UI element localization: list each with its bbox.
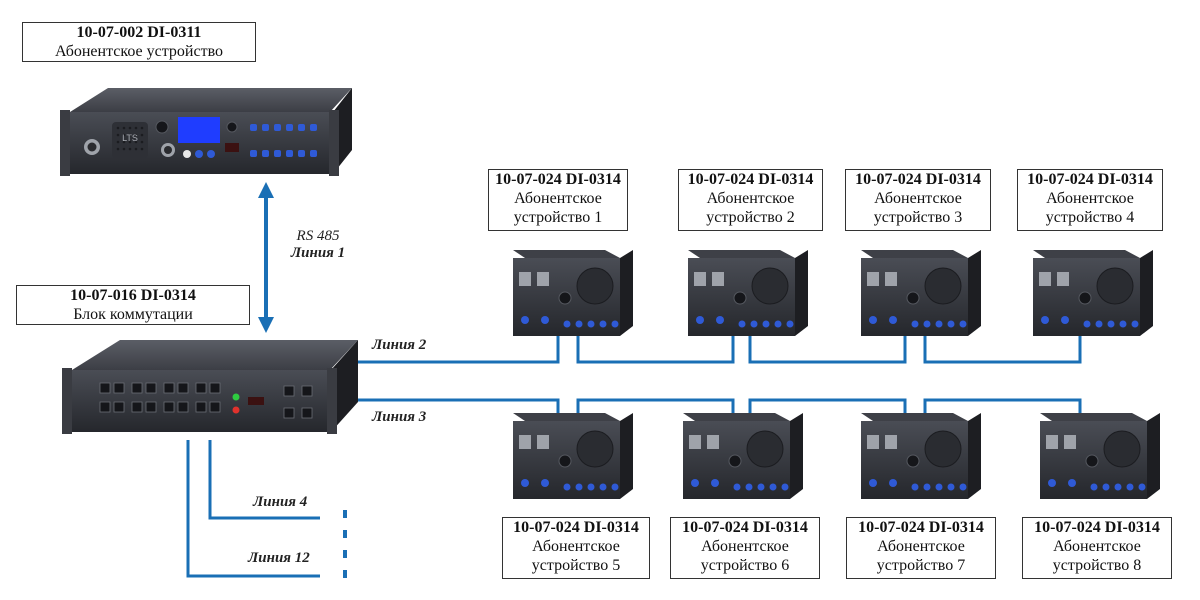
- terminal-label-4: 10-07-024 DI-0314 Абонентское устройство…: [1017, 169, 1163, 231]
- line-12-wire: [186, 440, 320, 578]
- terminal-device-2: [688, 250, 808, 336]
- head-unit-desc: Абонентское устройство: [54, 43, 224, 60]
- head-unit-device: LTS: [60, 88, 352, 176]
- terminal-device-8: [1040, 413, 1160, 499]
- line-3-segment-2: [748, 398, 907, 413]
- terminal-label-6: 10-07-024 DI-0314 Абонентское устройство…: [670, 517, 820, 579]
- rs485-label: RS 485 Линия 1: [290, 228, 346, 261]
- terminal-label-8: 10-07-024 DI-0314 Абонентское устройство…: [1022, 517, 1172, 579]
- terminal-device-1: [513, 250, 633, 336]
- switch-unit-label: 10-07-016 DI-0314 Блок коммутации: [16, 285, 250, 325]
- wires: [186, 182, 1082, 578]
- head-unit-label: 10-07-002 DI-0311 Абонентское устройство: [22, 22, 256, 62]
- line-2-wire: [355, 336, 560, 364]
- line-2-label: Линия 2: [372, 337, 427, 353]
- switch-unit-device: [62, 340, 358, 434]
- terminal-label-5: 10-07-024 DI-0314 Абонентское устройство…: [502, 517, 650, 579]
- terminal-device-4: [1033, 250, 1153, 336]
- line-3-wire: [355, 398, 560, 413]
- line-2-segment-1: [576, 336, 735, 364]
- line-3-label: Линия 3: [372, 409, 427, 425]
- head-unit-brand: LTS: [122, 133, 138, 143]
- terminal-device-6: [683, 413, 803, 499]
- terminal-label-7: 10-07-024 DI-0314 Абонентское устройство…: [846, 517, 996, 579]
- terminal-device-3: [861, 250, 981, 336]
- line-2-segment-3: [923, 336, 1082, 364]
- line-2-segment-2: [748, 336, 907, 364]
- terminal-label-1: 10-07-024 DI-0314 Абонентское устройство…: [488, 169, 628, 231]
- line-4-wire: [208, 440, 320, 520]
- switch-unit-code: 10-07-016 DI-0314: [70, 287, 196, 304]
- line-12-label: Линия 12: [248, 550, 310, 566]
- head-unit-code: 10-07-002 DI-0311: [76, 24, 202, 41]
- line-3-segment-1: [576, 398, 735, 413]
- terminal-label-3: 10-07-024 DI-0314 Абонентское устройство…: [845, 169, 991, 231]
- terminal-device-5: [513, 413, 633, 499]
- line-4-label: Линия 4: [253, 494, 308, 510]
- terminal-label-2: 10-07-024 DI-0314 Абонентское устройство…: [678, 169, 823, 231]
- switch-unit-desc: Блок коммутации: [73, 306, 193, 323]
- terminal-device-7: [861, 413, 981, 499]
- line-3-segment-3: [923, 398, 1082, 413]
